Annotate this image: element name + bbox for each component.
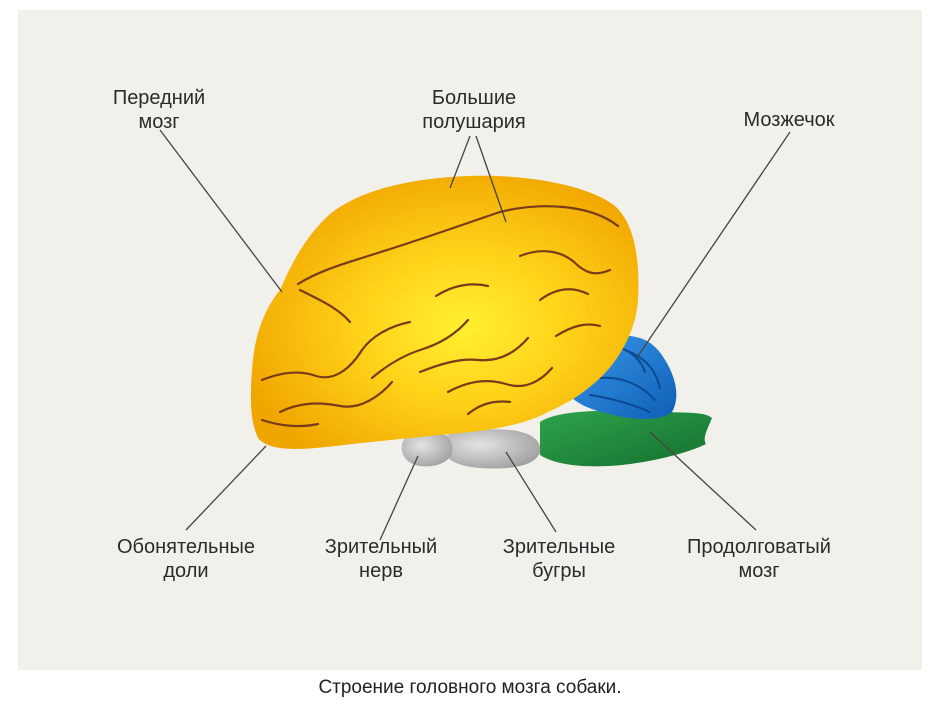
optic-nerve: [401, 431, 453, 467]
leader-cerebellum: [637, 131, 791, 357]
label-forebrain: Передний мозг: [112, 87, 206, 133]
figure-caption: Строение головного мозга собаки.: [318, 677, 622, 698]
label-optic-thalamus: Зрительные бугры: [502, 536, 616, 582]
leader-medulla: [649, 431, 757, 531]
leader-lines: [159, 129, 791, 541]
brain-sulci: [260, 205, 620, 428]
medulla-oblongata: [540, 410, 712, 467]
label-olfactory-lobes: Обонятельные доли: [116, 536, 256, 582]
leader-forebrain: [159, 129, 283, 293]
leader-hemispheres-left: [449, 135, 471, 189]
optic-thalamus: [440, 429, 541, 469]
label-medulla: Продолговатый мозг: [687, 536, 831, 582]
leader-hemispheres-right: [475, 135, 507, 223]
cerebellum-folds: [589, 345, 661, 413]
leader-olfactory: [185, 445, 267, 531]
leader-optic-nerve: [379, 455, 419, 541]
cerebral-hemispheres: [250, 175, 639, 449]
label-optic-nerve: Зрительный нерв: [324, 536, 438, 582]
label-cerebellum: Мозжечок: [743, 109, 835, 131]
label-hemispheres: Большие полушария: [422, 87, 526, 133]
leader-thalamus: [505, 451, 557, 533]
